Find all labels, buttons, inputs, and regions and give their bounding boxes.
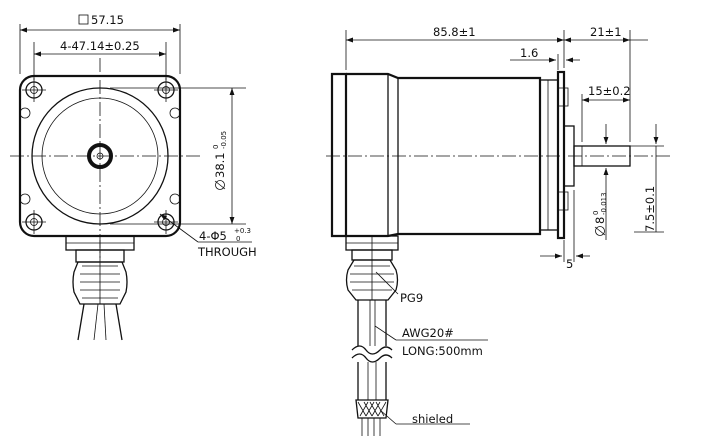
front-shaft-ring bbox=[87, 143, 113, 169]
dim-pilot-lower: -0.05 bbox=[220, 131, 228, 149]
cable-gland bbox=[345, 235, 399, 301]
label-wire-gauge: AWG20# bbox=[402, 326, 454, 340]
front-cable-boss bbox=[65, 235, 135, 305]
front-pilot-inner bbox=[41, 97, 159, 215]
dim-shaft-length: 21±1 bbox=[590, 25, 622, 39]
label-shield: shieled bbox=[412, 412, 453, 426]
side-hole-mark-top bbox=[557, 87, 569, 107]
dim-body-length: 85.8±1 bbox=[433, 25, 476, 39]
holes-note: THROUGH bbox=[197, 245, 257, 259]
dim-holes-main: 4-Φ5 bbox=[199, 229, 227, 243]
corner-mark-right-bottom bbox=[169, 193, 181, 205]
side-front-cap bbox=[539, 79, 559, 231]
side-view: 85.8±1 21±1 1.6 15±0.2 8 0 -0.013 7.5 bbox=[326, 25, 670, 436]
front-shaft-center bbox=[96, 152, 104, 160]
dim-shaft-group: 8 0 -0.013 bbox=[592, 192, 608, 236]
mounting-hole-bottom-right bbox=[154, 210, 178, 234]
dim-flat-depth: 7.5±0.1 bbox=[643, 186, 657, 232]
mounting-hole-bottom-left bbox=[22, 210, 46, 234]
front-pilot-outer bbox=[31, 87, 169, 225]
dim-shaft-main: 8 bbox=[593, 217, 607, 224]
label-wire-length: LONG:500mm bbox=[402, 344, 483, 358]
front-view: 57.15 4-47.14±0.25 38.1 0 -0.05 4-Φ5 +0.… bbox=[10, 13, 257, 341]
dim-flange-thickness: 1.6 bbox=[520, 46, 538, 60]
dim-hole-spacing: 4-47.14±0.25 bbox=[60, 39, 140, 53]
label-gland: PG9 bbox=[400, 291, 423, 305]
mounting-hole-top-left bbox=[22, 78, 46, 102]
side-body-outline bbox=[330, 72, 348, 238]
holes-leader bbox=[159, 213, 199, 243]
dim-shaft-lower: -0.013 bbox=[600, 192, 608, 215]
corner-mark-left-bottom bbox=[19, 193, 31, 205]
dim-pilot-group: 38.1 0 -0.05 bbox=[212, 131, 228, 190]
shield-braid bbox=[355, 399, 389, 419]
dim-shaft-upper: 0 bbox=[592, 211, 600, 215]
front-cable bbox=[77, 303, 123, 341]
mounting-hole-top-right bbox=[154, 78, 178, 102]
dim-pilot-main: 38.1 bbox=[213, 152, 227, 178]
corner-mark-left-top bbox=[19, 107, 31, 119]
dim-pilot-upper: 0 bbox=[212, 145, 220, 149]
corner-mark-right-top bbox=[169, 107, 181, 119]
cable bbox=[351, 300, 393, 436]
dim-flat-length: 15±0.2 bbox=[588, 84, 631, 98]
dim-holes-upper: +0.3 bbox=[234, 227, 251, 235]
dim-flange: 57.15 bbox=[91, 13, 124, 27]
side-flange-plate bbox=[556, 70, 566, 240]
side-hole-mark-bottom bbox=[557, 191, 569, 211]
square-symbol bbox=[78, 14, 89, 25]
dim-holes-lower: 0 bbox=[236, 235, 240, 243]
dim-boss-length: 5 bbox=[566, 257, 573, 271]
